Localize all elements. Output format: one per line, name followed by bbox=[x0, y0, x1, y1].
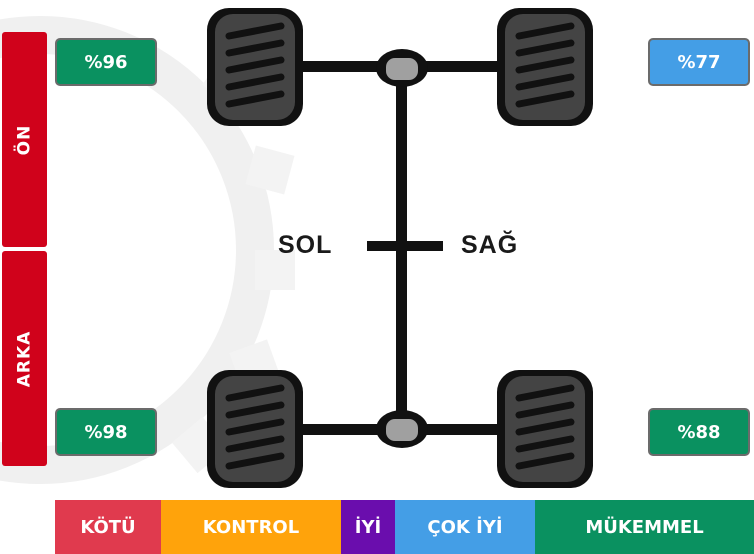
legend-item-kotu: KÖTÜ bbox=[55, 500, 161, 554]
center-crossbar bbox=[367, 241, 443, 251]
front-side-label: ÖN bbox=[2, 32, 47, 247]
right-side-label: SAĞ bbox=[461, 231, 519, 259]
legend-item-kontrol: KONTROL bbox=[161, 500, 341, 554]
legend-item-mukemmel: MÜKEMMEL bbox=[535, 500, 754, 554]
left-side-label: SOL bbox=[278, 231, 333, 259]
tire-rear-left bbox=[207, 370, 303, 488]
rear-side-label: ARKA bbox=[2, 251, 47, 466]
tire-rear-right bbox=[497, 370, 593, 488]
front-right-wheel-score[interactable]: %77 bbox=[648, 38, 750, 86]
rear-joint bbox=[376, 410, 428, 448]
front-joint bbox=[376, 49, 428, 87]
legend-item-cok-iyi: ÇOK İYİ bbox=[395, 500, 535, 554]
rating-legend: KÖTÜ KONTROL İYİ ÇOK İYİ MÜKEMMEL bbox=[55, 500, 754, 554]
tire-front-right bbox=[497, 8, 593, 126]
rear-label-text: ARKA bbox=[14, 330, 35, 387]
legend-item-iyi: İYİ bbox=[341, 500, 395, 554]
rear-right-wheel-score[interactable]: %88 bbox=[648, 408, 750, 456]
rear-left-wheel-score[interactable]: %98 bbox=[55, 408, 157, 456]
front-label-text: ÖN bbox=[14, 124, 35, 155]
tire-front-left bbox=[207, 8, 303, 126]
front-left-wheel-score[interactable]: %96 bbox=[55, 38, 157, 86]
